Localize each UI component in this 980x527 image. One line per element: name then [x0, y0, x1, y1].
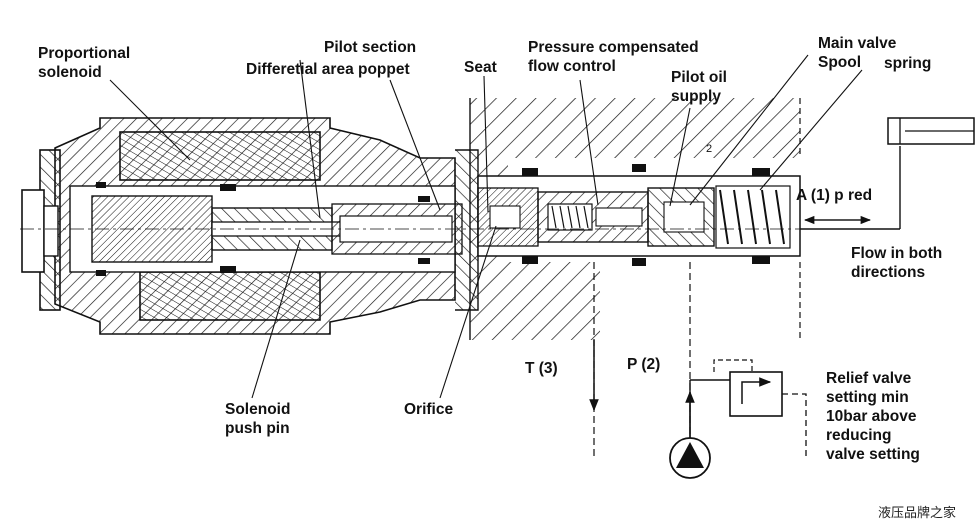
label-pilot-oil-supply: Pilot oil supply	[671, 69, 727, 105]
label-seat: Seat	[464, 59, 497, 76]
pump-relief-circuit	[669, 359, 807, 479]
label-flow-both-directions: Flow in both directions	[851, 245, 943, 281]
label-main-valve-spool: Main valve Spool	[818, 35, 897, 71]
label-solenoid-push-pin: Solenoid push pin	[225, 401, 291, 437]
label-differential-area-poppet: Differetial area poppet	[246, 61, 410, 78]
label-proportional-solenoid: Proportional solenoid	[38, 45, 131, 81]
label-port-t: T (3)	[525, 360, 558, 377]
label-pressure-compensated-flow-control: Pressure compensated flow control	[528, 39, 699, 75]
cartridge	[20, 164, 810, 266]
watermark: 液压品牌之家	[878, 505, 957, 520]
label-relief-valve-note: Relief valve setting min 10bar above red…	[826, 370, 920, 463]
label-orifice: Orifice	[404, 401, 454, 418]
solenoid-housing	[21, 117, 479, 335]
label-spring: spring	[884, 55, 932, 72]
leader-lines	[109, 54, 863, 399]
label-port-p: P (2)	[627, 356, 661, 373]
label-port-a: A (1) p red	[796, 187, 873, 204]
inner-mark: 2	[706, 143, 712, 155]
port-lines	[589, 117, 975, 460]
label-pilot-section: Pilot section	[324, 39, 417, 56]
